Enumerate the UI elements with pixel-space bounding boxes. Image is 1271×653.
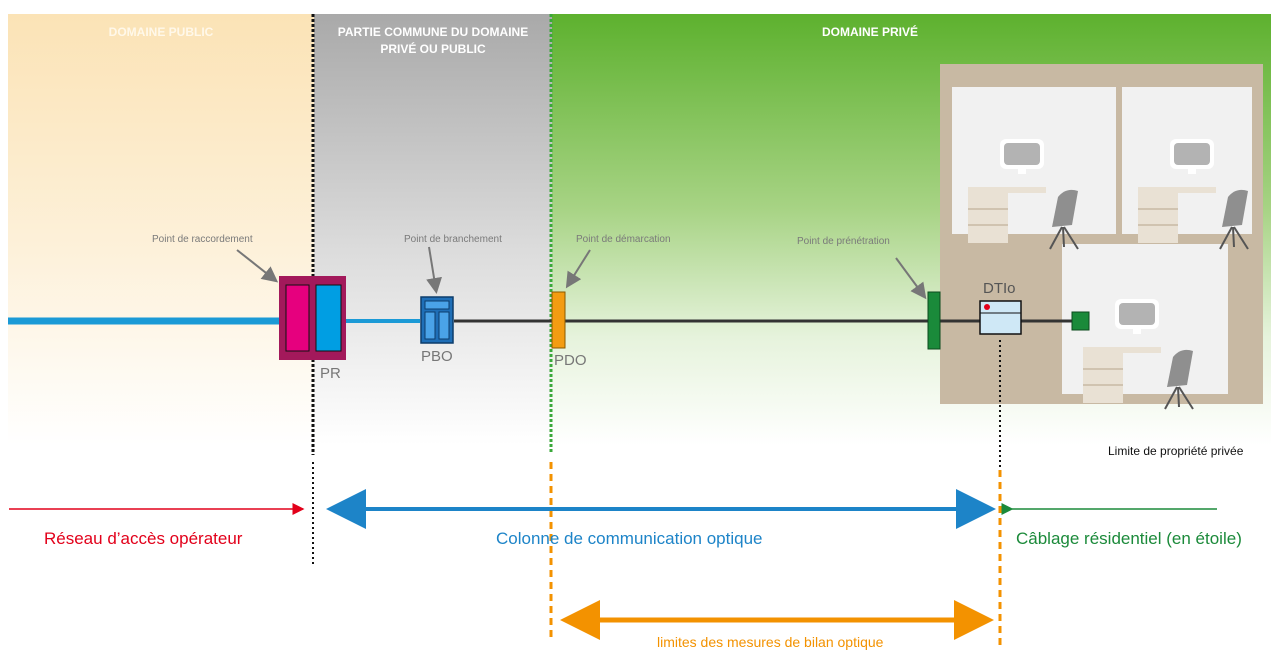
pbo-box <box>420 296 454 344</box>
callout-raccordement: Point de raccordement <box>152 234 253 245</box>
dtio-label: DTIo <box>983 280 1016 297</box>
dtio-box <box>979 300 1022 335</box>
public-domain-zone <box>8 14 314 445</box>
optical-column-label: Colonne de communication optique <box>496 529 763 548</box>
raccordement-pointer <box>236 249 279 283</box>
optical-budget-label: limites des mesures de bilan optique <box>657 634 884 650</box>
pbo-label: PBO <box>421 348 453 365</box>
pdo-label: PDO <box>554 352 587 369</box>
zone-title-private: DOMAINE PRIVÉ <box>822 25 919 39</box>
residential-cabling-label: Câblage résidentiel (en étoile) <box>1016 529 1242 548</box>
zone-title-common: PARTIE COMMUNE DU DOMAINE PRIVÉ OU PUBLI… <box>314 24 552 58</box>
callout-penetration: Point de prénétration <box>797 236 890 247</box>
zone-title-public: DOMAINE PUBLIC <box>108 25 214 39</box>
demarcation-pointer <box>565 249 591 289</box>
callout-demarcation: Point de démarcation <box>576 234 671 245</box>
operator-network-label: Réseau d’accès opérateur <box>44 529 243 548</box>
zone-title-common-line1: PARTIE COMMUNE DU DOMAINE <box>337 25 529 39</box>
common-domain-zone <box>314 14 552 445</box>
branchement-pointer <box>426 246 442 294</box>
private-property-limit-label: Limite de propriété privée <box>1108 444 1244 458</box>
zone-title-common-line2: PRIVÉ OU PUBLIC <box>380 42 486 56</box>
pr-label: PR <box>320 365 341 382</box>
optical-socket <box>1071 311 1090 331</box>
penetration-point <box>927 291 941 350</box>
pdo-box <box>551 291 566 349</box>
pr-cabinet <box>279 276 346 360</box>
penetration-pointer <box>895 257 927 300</box>
callout-branchement: Point de branchement <box>404 234 502 245</box>
